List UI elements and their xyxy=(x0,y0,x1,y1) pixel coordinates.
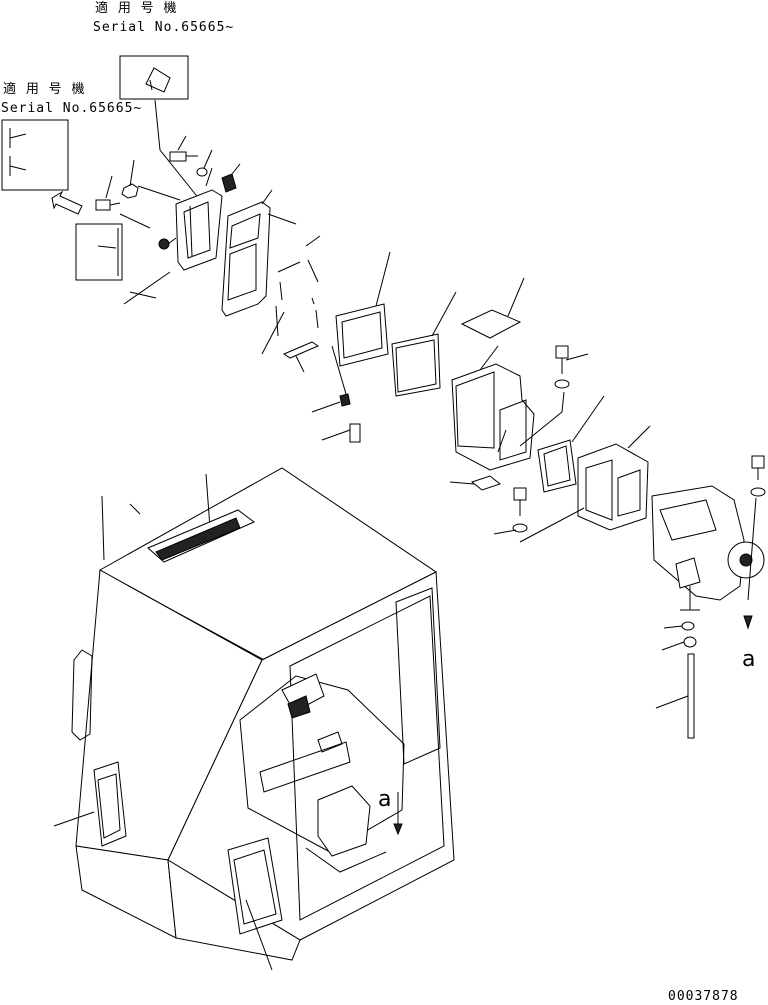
blower-unit xyxy=(651,485,765,611)
gasket-frame xyxy=(537,395,605,493)
bolt-1 xyxy=(169,135,198,162)
washer-2 xyxy=(519,379,570,447)
nuts-right xyxy=(661,621,697,651)
knob xyxy=(158,237,177,250)
bezel-frame xyxy=(335,251,391,367)
washer-3 xyxy=(493,523,528,535)
clip-1 xyxy=(221,163,241,193)
bar xyxy=(282,341,320,373)
side-vent-left xyxy=(53,761,127,847)
washer-4 xyxy=(747,487,766,601)
note-box-1 xyxy=(119,55,201,201)
arrow-a-right: a xyxy=(742,615,755,672)
bolt-4 xyxy=(513,487,527,516)
label-a-cab: a xyxy=(378,787,391,812)
drawing-number: 00037878 xyxy=(668,989,739,1004)
dashboard xyxy=(239,673,405,873)
pins xyxy=(261,235,321,355)
bolt-3 xyxy=(555,345,589,374)
long-rod xyxy=(655,653,695,739)
bracket-plate xyxy=(175,167,223,271)
side-vent-front xyxy=(227,837,283,971)
note-box-2 xyxy=(1,119,83,215)
nut-1 xyxy=(121,159,139,199)
note1-jp: 適 用 号 機 xyxy=(95,0,177,16)
duct-box xyxy=(451,277,535,471)
roof-unit xyxy=(129,503,255,563)
control-housing xyxy=(221,189,297,317)
bolt-5 xyxy=(751,455,765,480)
filter-housing xyxy=(519,425,651,543)
cab-body xyxy=(71,467,455,961)
filter-panel xyxy=(391,291,457,397)
note-box-3 xyxy=(75,223,123,281)
note2-serial: Serial No.65665~ xyxy=(1,101,142,116)
gasket-1 xyxy=(449,475,502,491)
bolt-2 xyxy=(95,175,121,211)
washer-1 xyxy=(196,149,213,177)
note2-jp: 適 用 号 機 xyxy=(3,81,85,97)
rods xyxy=(119,185,181,305)
switch-1 xyxy=(311,345,351,413)
arrow-a-cab: a xyxy=(378,787,403,836)
switch-2 xyxy=(321,423,361,443)
label-a-right: a xyxy=(742,647,755,672)
note1-serial: Serial No.65665~ xyxy=(93,20,234,35)
